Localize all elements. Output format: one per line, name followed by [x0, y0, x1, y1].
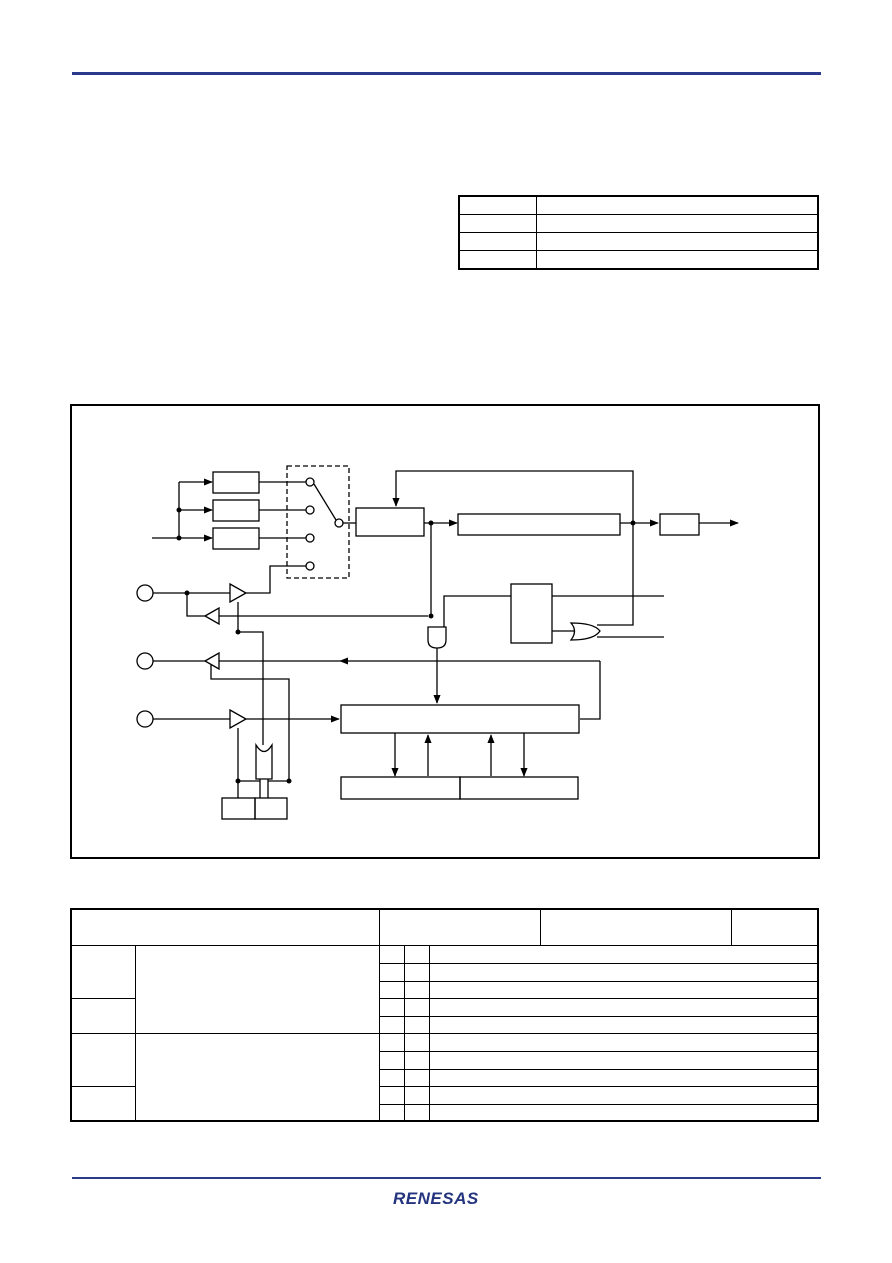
- prescaler-block-3: [212, 527, 260, 550]
- junction-dot: [630, 520, 636, 526]
- junction-dot: [428, 613, 434, 619]
- output-buffer-2: [203, 651, 220, 671]
- pin-3: [136, 710, 154, 728]
- register-low: [340, 776, 461, 800]
- register-table: [70, 908, 819, 1122]
- switch-contact-4: [305, 561, 315, 571]
- pin-1: [136, 584, 154, 602]
- switch-contact-3: [305, 533, 315, 543]
- junction-dot: [286, 778, 292, 784]
- input-buffer-2: [229, 708, 248, 730]
- junction-dot: [428, 520, 434, 526]
- register-table-header: [70, 908, 819, 946]
- logo-text: RENESAS: [393, 1189, 479, 1208]
- wire: [580, 661, 601, 720]
- or-gate: [569, 622, 601, 641]
- wire: [237, 602, 264, 745]
- spec-table: [458, 195, 819, 270]
- spec-table-row: [458, 214, 819, 233]
- block-diagram-frame: [70, 404, 820, 859]
- counter-block: [457, 513, 621, 536]
- switch-arm: [313, 483, 337, 521]
- junction-dot: [184, 590, 190, 596]
- junction-dot: [235, 629, 241, 635]
- and-gate: [427, 626, 447, 649]
- block-diagram: [136, 465, 739, 820]
- spec-table-row: [458, 232, 819, 251]
- spec-table-row: [458, 250, 819, 270]
- wire: [597, 523, 634, 626]
- output-latch: [659, 513, 700, 536]
- output-buffer-1: [203, 606, 220, 626]
- prescaler-block-2: [212, 499, 260, 522]
- junction-dot: [176, 507, 182, 513]
- clock-selector: [286, 465, 350, 579]
- prescaler-block-1: [212, 471, 260, 494]
- switch-common: [334, 518, 344, 528]
- header-rule: [72, 72, 821, 75]
- control-block: [510, 583, 553, 644]
- mode-bit-1: [221, 797, 256, 820]
- or-gate-2: [255, 742, 273, 780]
- wire: [443, 595, 511, 627]
- feedback-wire: [392, 470, 634, 523]
- junction-dot: [176, 535, 182, 541]
- renesas-logo: RENESAS: [393, 1189, 479, 1208]
- internal-data-bus: [340, 704, 580, 734]
- junction-dot: [235, 778, 241, 784]
- mode-bit-2: [254, 797, 288, 820]
- table-row: [70, 944, 819, 1034]
- reload-register: [355, 507, 425, 537]
- pin-2: [136, 652, 154, 670]
- input-buffer-1: [229, 582, 248, 604]
- wire: [210, 665, 290, 781]
- switch-contact-1: [305, 477, 315, 487]
- table-row: [70, 1032, 819, 1122]
- register-high: [459, 776, 579, 800]
- wire: [186, 593, 205, 617]
- switch-contact-2: [305, 505, 315, 515]
- table-row: [70, 997, 819, 1034]
- table-row: [71, 1103, 819, 1122]
- spec-table-row: [458, 195, 819, 215]
- wire: [246, 565, 306, 594]
- footer-rule: [72, 1177, 821, 1179]
